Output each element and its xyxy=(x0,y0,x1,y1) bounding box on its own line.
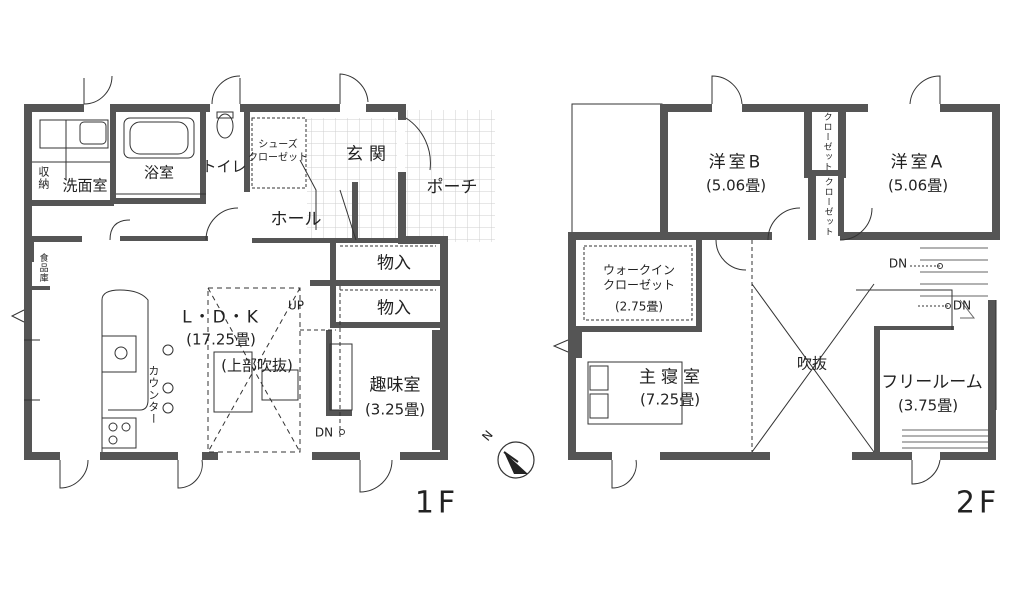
room-label-shoes-closet: シューズ クローゼット xyxy=(248,139,308,164)
room-label-entrance: 玄関 xyxy=(346,144,392,165)
room-label-ldk: L・D・K xyxy=(182,307,260,328)
room-label-pantry: 食品庫 xyxy=(37,253,48,283)
room-area-hobby-room: (3.25畳) xyxy=(364,400,426,419)
room-label-storage-2: 物入 xyxy=(377,298,411,319)
fixtures-1f xyxy=(10,73,436,493)
stair-up-marker: UP xyxy=(287,298,305,313)
room-label-hall: ホール xyxy=(270,209,322,230)
compass xyxy=(497,441,535,479)
room-label-master-bedroom: 主寝室 xyxy=(639,367,705,388)
room-label-walk-in-closet: ウォークイン クローゼット xyxy=(602,263,676,292)
room-label-western-a: 洋室A xyxy=(890,152,946,173)
room-area-master-bedroom: (7.25畳) xyxy=(639,390,701,409)
room-area-western-b: (5.06畳) xyxy=(705,176,767,195)
balcony xyxy=(571,103,663,239)
room-label-open-ceiling-1f: (上部吹抜) xyxy=(221,356,293,375)
stair-down-marker-1f: DN xyxy=(314,425,334,440)
room-label-toilet: トイレ xyxy=(201,157,247,176)
room-label-open-ceiling-2f: 吹抜 xyxy=(796,354,828,373)
room-area-western-a: (5.06畳) xyxy=(887,176,949,195)
floor-2f-plan xyxy=(339,75,1000,489)
room-area-ldk: (17.25畳) xyxy=(186,330,256,349)
room-label-hobby-room: 趣味室 xyxy=(369,375,421,396)
floor-label-2f: 2F xyxy=(955,485,1001,521)
room-label-counter: カウンター xyxy=(146,365,160,425)
room-label-porch: ポーチ xyxy=(426,177,478,198)
room-label-storage-1: 物入 xyxy=(377,253,411,274)
room-label-free-room: フリールーム xyxy=(881,372,983,393)
room-label-bathroom: 浴室 xyxy=(143,163,175,182)
room-label-western-b: 洋室B xyxy=(708,152,764,173)
room-label-washroom: 洗面室 xyxy=(62,176,108,195)
stair-down-marker-2f-b: DN xyxy=(952,298,972,313)
walls-1f xyxy=(24,104,448,460)
floor-1f-plan xyxy=(10,73,495,493)
fixtures-2f xyxy=(339,75,997,489)
room-area-walk-in-closet: (2.75畳) xyxy=(614,299,664,314)
room-area-free-room: (3.75畳) xyxy=(897,396,959,415)
room-label-closet-1: クローゼット xyxy=(821,112,832,172)
room-label-storage: 収納 xyxy=(36,166,50,190)
walls-2f xyxy=(568,104,1000,460)
room-label-closet-2: クローゼット xyxy=(822,177,833,237)
floor-label-1f: 1F xyxy=(414,485,460,521)
stair-down-marker-2f-a: DN xyxy=(888,256,908,271)
